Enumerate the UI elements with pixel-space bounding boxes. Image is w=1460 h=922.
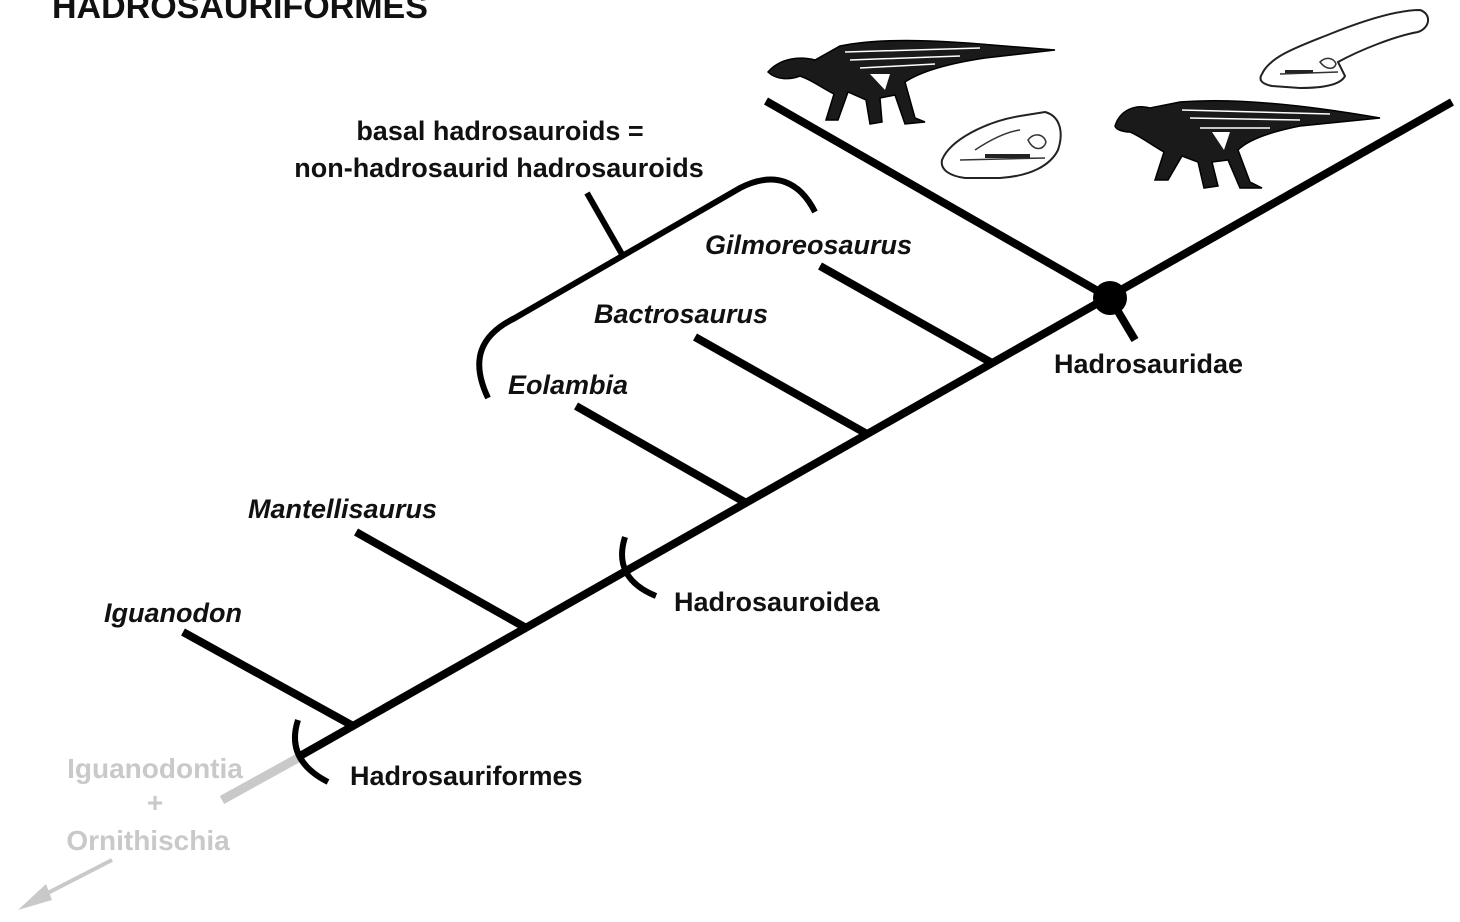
outgroup-label-ornithischia: Ornithischia bbox=[66, 825, 230, 856]
basal-hadrosauroids-tick bbox=[587, 193, 623, 256]
lambeosaur-skeleton-icon bbox=[1115, 101, 1380, 188]
clade-label-hadrosauridae: Hadrosauridae bbox=[1054, 349, 1243, 379]
taxon-label-gilmoreosaurus: Gilmoreosaurus bbox=[705, 230, 912, 260]
basal-hadrosauroids-note-line1: basal hadrosauroids = bbox=[356, 116, 643, 146]
diagram-title: HADROSAURIFORMES bbox=[52, 0, 428, 26]
hadrosaur-skeleton-icon bbox=[768, 41, 1055, 125]
hadrosaur-skull-icon bbox=[942, 112, 1061, 178]
basal-hadrosauroids-bracket bbox=[479, 180, 815, 398]
clade-label-hadrosauroidea: Hadrosauroidea bbox=[674, 587, 881, 617]
taxon-label-bactrosaurus: Bactrosaurus bbox=[594, 299, 768, 329]
hadrosauridae-node bbox=[1093, 281, 1127, 315]
outgroup-label-iguanodontia: Iguanodontia bbox=[67, 753, 243, 784]
branch-gilmoreosaurus bbox=[820, 266, 992, 363]
taxon-label-mantellisaurus: Mantellisaurus bbox=[248, 494, 437, 524]
taxon-label-eolambia: Eolambia bbox=[508, 370, 628, 400]
branch-bactrosaurus bbox=[695, 337, 867, 434]
outgroup-label-plus: + bbox=[147, 787, 163, 818]
taxon-label-iguanodon: Iguanodon bbox=[104, 598, 242, 628]
branch-iguanodon bbox=[183, 632, 355, 727]
branch-eolambia bbox=[576, 406, 748, 504]
main-spine bbox=[300, 102, 1452, 756]
basal-hadrosauroids-note-line2: non-hadrosaurid hadrosauroids bbox=[294, 153, 704, 183]
parasaurolophus-skull-icon bbox=[1260, 10, 1428, 88]
clade-label-hadrosauriformes: Hadrosauriformes bbox=[350, 761, 583, 791]
branch-mantellisaurus bbox=[356, 532, 528, 629]
